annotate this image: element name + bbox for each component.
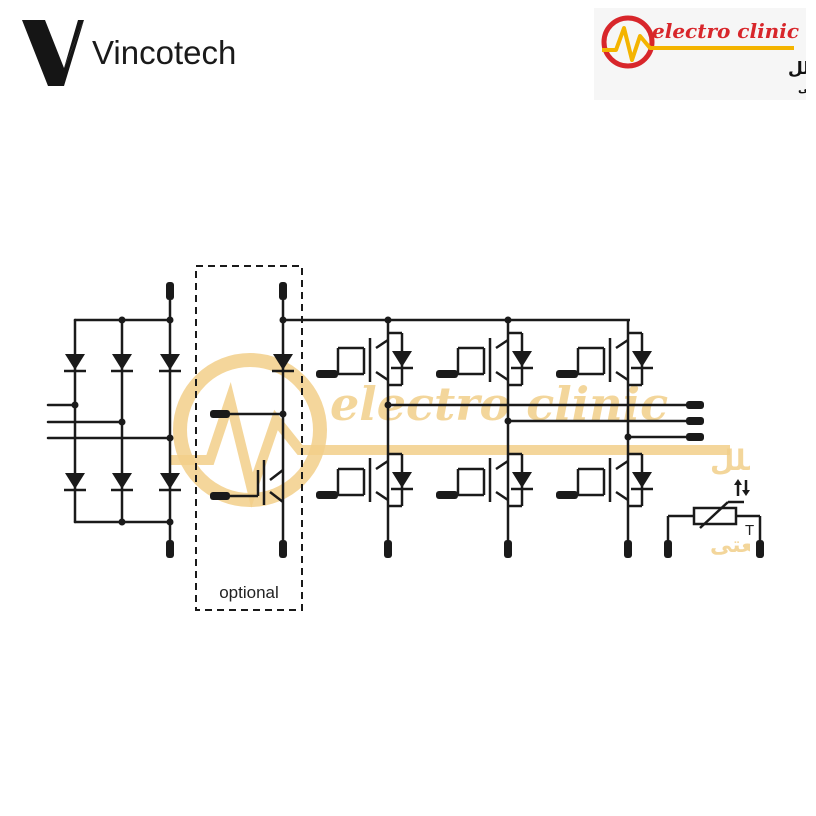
seller-name-fa: کلینیک برق بین‌الملل — [788, 59, 806, 79]
terminal-pin — [686, 417, 704, 425]
diode-icon — [109, 352, 135, 373]
terminal-pin — [279, 282, 287, 300]
diode-icon — [509, 470, 535, 491]
optional-frame — [195, 265, 303, 611]
diode-icon — [509, 349, 535, 370]
seller-name: electro clinic — [652, 19, 799, 43]
diode-icon — [629, 470, 655, 491]
ntc-thermistor: T — [664, 479, 764, 558]
terminal-pin — [316, 370, 338, 378]
diode-icon — [389, 470, 415, 491]
terminal-pin — [756, 540, 764, 558]
diode-icon — [157, 471, 183, 492]
vincotech-v-mark — [22, 20, 84, 86]
electro-clinic-logo: electro clinic کلینیک برق بین‌الملل وارد… — [594, 8, 806, 100]
terminal-pin — [384, 540, 392, 558]
terminal-pin — [436, 491, 458, 499]
diode-icon — [270, 352, 296, 373]
terminal-pin — [210, 492, 230, 500]
phase-outputs — [388, 403, 686, 439]
optional-brake-section: optional — [195, 265, 303, 611]
logo-pulse-icon — [602, 26, 794, 62]
diode-icon — [389, 349, 415, 370]
inverter-leg-3 — [556, 320, 655, 558]
terminal-pin — [166, 540, 174, 558]
terminal-pin — [166, 282, 174, 300]
terminal-pin — [686, 433, 704, 441]
inverter-leg-1 — [316, 316, 415, 558]
terminal-pin — [504, 540, 512, 558]
terminal-pin — [279, 540, 287, 558]
diode-icon — [62, 352, 88, 373]
thermistor-body — [692, 506, 738, 526]
vincotech-logo: Vincotech — [22, 20, 236, 86]
watermark-tagline-fa: واردات و پخش محصولات الکترونیک صنعتی — [710, 533, 750, 558]
terminal-pin — [210, 410, 230, 418]
rectifier-nodes — [71, 282, 174, 558]
optional-label: optional — [219, 583, 279, 602]
rectifier-bridge — [46, 298, 172, 542]
vincotech-v-mark-right — [64, 20, 84, 68]
temp-down-arrow-icon — [742, 490, 750, 496]
thermistor-label: T — [745, 522, 754, 539]
terminal-pin — [316, 491, 338, 499]
logo-ring-icon — [601, 15, 655, 69]
seller-tagline-fa: واردات و پخش محصولات الکترونیک صنعتی — [798, 82, 806, 95]
brand-name: Vincotech — [92, 34, 236, 71]
inverter-leg-2 — [436, 316, 535, 558]
terminal-pin — [686, 401, 704, 409]
watermark-pulse-icon — [170, 381, 730, 508]
diode-icon — [157, 352, 183, 373]
diode-icon — [109, 471, 135, 492]
diode-icon — [62, 471, 88, 492]
terminal-pin — [556, 491, 578, 499]
watermark-name-fa: کلینیک برق بین‌الملل — [710, 444, 750, 477]
terminal-pin — [664, 540, 672, 558]
terminal-pin — [624, 540, 632, 558]
terminal-pin — [556, 370, 578, 378]
terminal-pin — [436, 370, 458, 378]
diode-icon — [629, 349, 655, 370]
temp-up-arrow-icon — [734, 479, 742, 485]
